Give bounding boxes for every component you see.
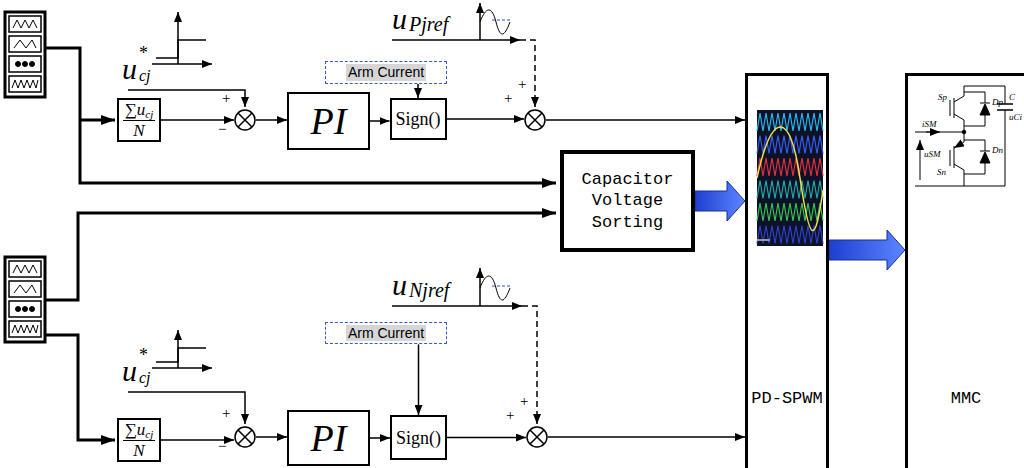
carrier-wave bbox=[757, 181, 823, 199]
node-label: PI bbox=[311, 419, 347, 457]
component-label: C bbox=[1009, 93, 1015, 102]
summing-junction: ++ bbox=[526, 426, 548, 448]
average-block: ∑ucjN bbox=[117, 98, 161, 142]
node-label: Arm Current bbox=[346, 64, 426, 81]
signal-arrow bbox=[418, 344, 420, 415]
signal-arrow bbox=[447, 437, 526, 439]
summing-junction: +− bbox=[234, 426, 256, 448]
signal-name: Pjref bbox=[409, 14, 448, 34]
reference-signals bbox=[128, 3, 537, 424]
circle-outline bbox=[527, 427, 547, 447]
signal-arrow bbox=[546, 119, 745, 121]
subscript-text: cj bbox=[145, 429, 153, 441]
sign-label: + bbox=[222, 91, 230, 106]
component-label: iSM bbox=[922, 120, 937, 129]
component-label: uCi bbox=[1009, 113, 1022, 122]
node-label: Capacitor Voltage Sorting bbox=[572, 169, 684, 233]
average-block: ∑ucjN bbox=[117, 418, 161, 462]
summing-circle bbox=[526, 426, 548, 448]
cross-mark bbox=[528, 113, 542, 127]
summing-junction: +− bbox=[234, 109, 256, 131]
signal-name: cj bbox=[139, 370, 151, 386]
signal-arrow bbox=[161, 119, 234, 121]
signal-name: u bbox=[392, 270, 407, 300]
block-arrow bbox=[829, 230, 905, 270]
sign-label: + bbox=[518, 77, 526, 92]
summing-circle bbox=[234, 426, 256, 448]
node-label: PD-SPWM bbox=[751, 389, 822, 408]
cross-mark bbox=[238, 113, 252, 127]
signal-name: * bbox=[139, 346, 148, 364]
modulating-wave bbox=[757, 127, 823, 231]
denominator-text: N bbox=[133, 122, 144, 140]
carrier-wave bbox=[757, 203, 823, 221]
sign-function-block: Sign() bbox=[390, 415, 447, 460]
circle-outline bbox=[235, 427, 255, 447]
summing-circle bbox=[524, 109, 546, 131]
signal-arrow bbox=[370, 120, 390, 122]
node-label: Arm Current bbox=[346, 325, 426, 342]
numerator-text: ∑u bbox=[125, 421, 146, 439]
signal-tag-box: Arm Current bbox=[325, 322, 447, 345]
circle-outline bbox=[525, 110, 545, 130]
capacitor-voltage-icons bbox=[5, 12, 45, 342]
component-label: Dp bbox=[992, 98, 1003, 107]
marker-line bbox=[757, 239, 770, 241]
pi-controller: PI bbox=[287, 410, 370, 466]
component-label: Dn bbox=[992, 146, 1003, 155]
node-label: Sign() bbox=[396, 429, 441, 447]
denominator-text: N bbox=[133, 442, 144, 460]
feed-lines bbox=[45, 48, 556, 440]
sign-label: + bbox=[222, 406, 230, 421]
carrier-wave bbox=[757, 158, 823, 176]
converter-block: MMC bbox=[905, 73, 1024, 468]
sorting-block: Capacitor Voltage Sorting bbox=[560, 150, 695, 252]
carrier-wave bbox=[757, 113, 823, 131]
signal-arrow bbox=[548, 436, 745, 438]
signal-name: u bbox=[392, 4, 407, 34]
node-label: Sign() bbox=[396, 110, 441, 128]
signal-name: * bbox=[139, 44, 148, 62]
signal-arrow bbox=[447, 118, 525, 120]
signal-name: Njref bbox=[409, 280, 449, 300]
node-label: PI bbox=[311, 102, 347, 140]
signal-arrow bbox=[256, 119, 287, 121]
signal-name: u bbox=[122, 54, 137, 84]
signal-arrow bbox=[256, 436, 287, 438]
sign-label: + bbox=[520, 394, 528, 409]
sign-label: − bbox=[218, 122, 226, 137]
fraction-numerator: ∑ucj bbox=[125, 421, 154, 439]
signal-arrow bbox=[417, 84, 419, 98]
sign-label: + bbox=[504, 91, 512, 106]
fraction-numerator: ∑ucj bbox=[125, 101, 154, 119]
sign-label: − bbox=[218, 439, 226, 454]
summing-junction: ++ bbox=[524, 109, 546, 131]
component-label: Sn bbox=[937, 168, 946, 177]
component-label: Sp bbox=[938, 93, 947, 102]
component-label: uSM bbox=[924, 150, 941, 159]
subscript-text: cj bbox=[145, 109, 153, 121]
pwm-background bbox=[757, 110, 823, 246]
numerator-text: ∑u bbox=[125, 101, 146, 119]
carrier-wave bbox=[757, 226, 823, 244]
circle-outline bbox=[235, 110, 255, 130]
cross-mark bbox=[530, 430, 544, 444]
sign-function-block: Sign() bbox=[390, 98, 447, 140]
sign-label: + bbox=[506, 408, 514, 423]
block-arrow bbox=[695, 181, 745, 221]
signal-tag-box: Arm Current bbox=[325, 61, 447, 84]
summing-circle bbox=[234, 109, 256, 131]
signal-arrow bbox=[370, 437, 390, 439]
signal-name: cj bbox=[139, 68, 151, 84]
cross-mark bbox=[238, 430, 252, 444]
pwm-waveform-picture bbox=[757, 110, 823, 246]
node-label: MMC bbox=[951, 389, 982, 408]
pi-controller: PI bbox=[287, 92, 370, 150]
modulator-block: PD-SPWM bbox=[745, 73, 829, 468]
signal-name: u bbox=[122, 356, 137, 386]
half-bridge-submodule bbox=[915, 86, 1013, 186]
